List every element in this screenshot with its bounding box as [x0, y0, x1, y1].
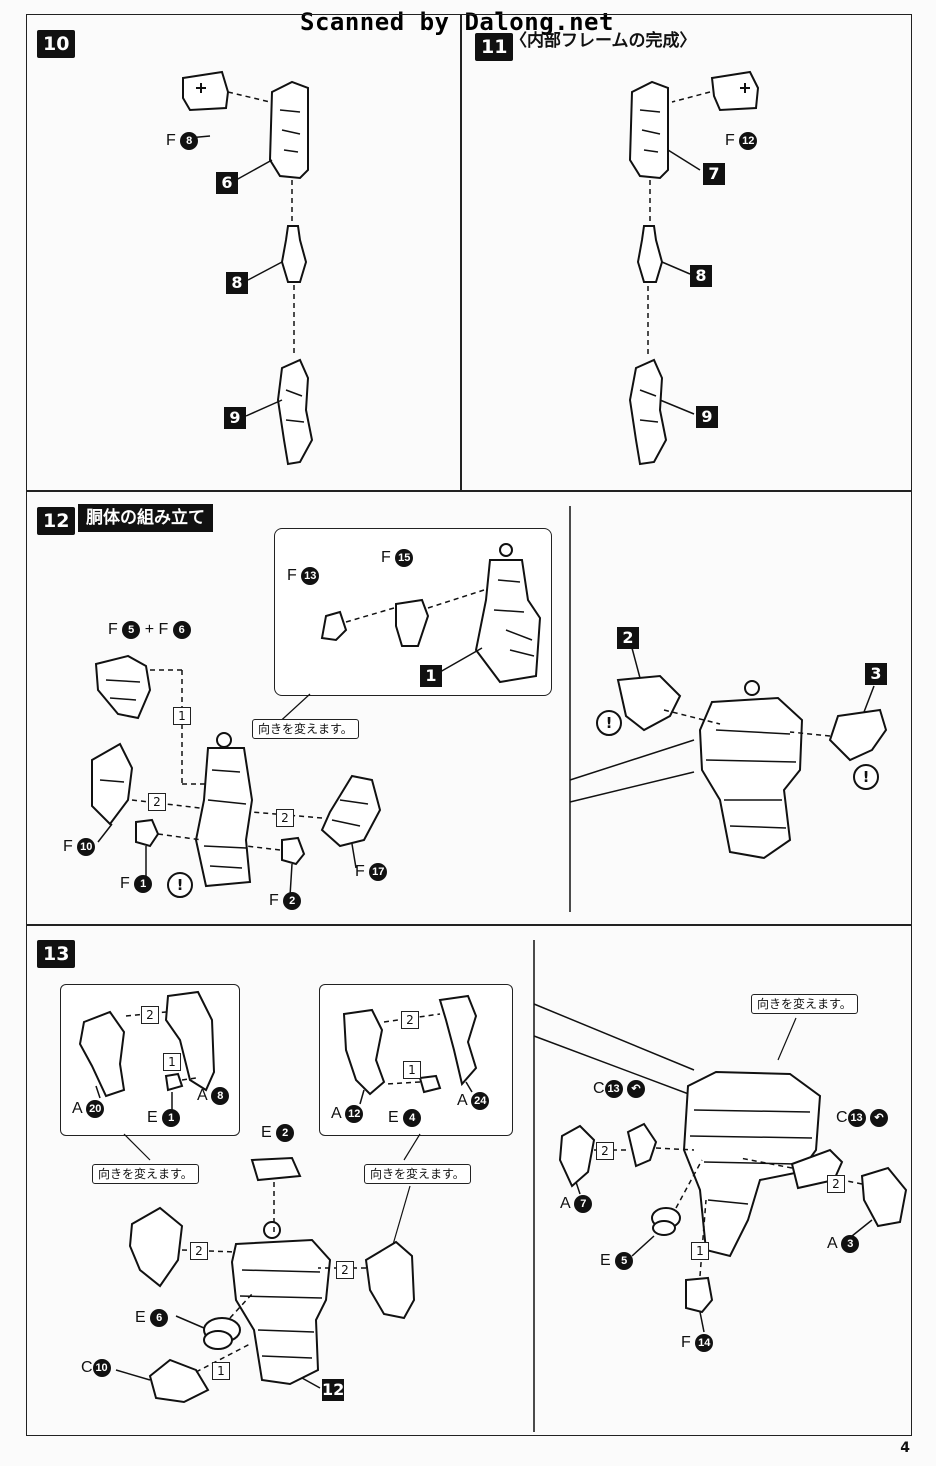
s13-callout-mid: 向きを変えます。 — [364, 1164, 471, 1184]
part-box-6: 6 — [216, 172, 238, 194]
label-F13: F 13 — [287, 566, 320, 586]
part-box-9-s11: 9 — [696, 406, 718, 428]
label-E2: E 2 — [261, 1123, 295, 1143]
label-A3: A 3 — [827, 1234, 860, 1254]
label-E6: E 6 — [135, 1308, 169, 1328]
s13-left-order-2: 2 — [141, 1006, 159, 1024]
label-F5-plus-F6: F 5 + F 6 — [108, 620, 191, 640]
label-A8: A 8 — [197, 1086, 230, 1106]
divider-10-11 — [460, 14, 462, 492]
label-F15: F 15 — [381, 548, 414, 568]
part-box-2: 2 — [617, 627, 639, 649]
label-F17: F 17 — [355, 862, 388, 882]
label-E1: E 1 — [147, 1108, 181, 1128]
step-number-10: 10 — [37, 30, 76, 58]
s13-right-order-2b: 2 — [827, 1175, 845, 1193]
panel-step-13 — [26, 924, 912, 1436]
s13-mid-order-1: 1 — [403, 1061, 421, 1079]
part-box-8-s11: 8 — [690, 265, 712, 287]
label-F10: F 10 — [63, 837, 96, 857]
step-number-13: 13 — [37, 940, 76, 968]
part-box-7: 7 — [703, 163, 725, 185]
label-E4: E 4 — [388, 1108, 422, 1128]
s13-main-order-1: 1 — [212, 1362, 230, 1380]
label-F8: F 8 — [166, 131, 199, 151]
label-A7: A 7 — [560, 1194, 593, 1214]
s13-left-order-1: 1 — [163, 1053, 181, 1071]
label-F1: F 1 — [120, 874, 153, 894]
s13-main-order-2b: 2 — [336, 1261, 354, 1279]
part-box-9: 9 — [224, 407, 246, 429]
s13-right-order-2a: 2 — [596, 1142, 614, 1160]
warning-icon-right: ! — [853, 764, 879, 790]
part-box-1: 1 — [420, 665, 442, 687]
watermark-text: Scanned by Dalong.net — [300, 8, 614, 36]
s13-callout-left: 向きを変えます。 — [92, 1164, 199, 1184]
part-box-8: 8 — [226, 272, 248, 294]
part-box-12: 12 — [322, 1379, 345, 1401]
s13-main-order-2a: 2 — [190, 1242, 208, 1260]
panel-step-12 — [26, 490, 912, 926]
step-12-title: 胴体の組み立て — [78, 504, 213, 532]
label-A24: A 24 — [457, 1091, 490, 1111]
label-F14: F 14 — [681, 1333, 714, 1353]
order-2-left: 2 — [148, 793, 166, 811]
s13-right-order-1: 1 — [691, 1242, 709, 1260]
step-12-callout: 向きを変えます。 — [252, 719, 359, 739]
s13-callout-right: 向きを変えます。 — [751, 994, 858, 1014]
step-11-title: 〈内部フレームの完成〉 — [510, 31, 697, 51]
warning-icon: ! — [167, 872, 193, 898]
panel-step-10-11 — [26, 14, 912, 492]
page-number: 4 — [900, 1440, 910, 1456]
step-number-12: 12 — [37, 507, 76, 535]
label-A12: A 12 — [331, 1104, 364, 1124]
label-F12: F 12 — [725, 131, 758, 151]
order-2-right: 2 — [276, 809, 294, 827]
label-F2: F 2 — [269, 891, 302, 911]
label-E5: E 5 — [600, 1251, 634, 1271]
warning-icon-left: ! — [596, 710, 622, 736]
order-1: 1 — [173, 707, 191, 725]
label-A20: A 20 — [72, 1099, 105, 1119]
s13-mid-order-2: 2 — [401, 1011, 419, 1029]
part-box-3: 3 — [865, 663, 887, 685]
step-number-11: 11 — [475, 33, 514, 61]
